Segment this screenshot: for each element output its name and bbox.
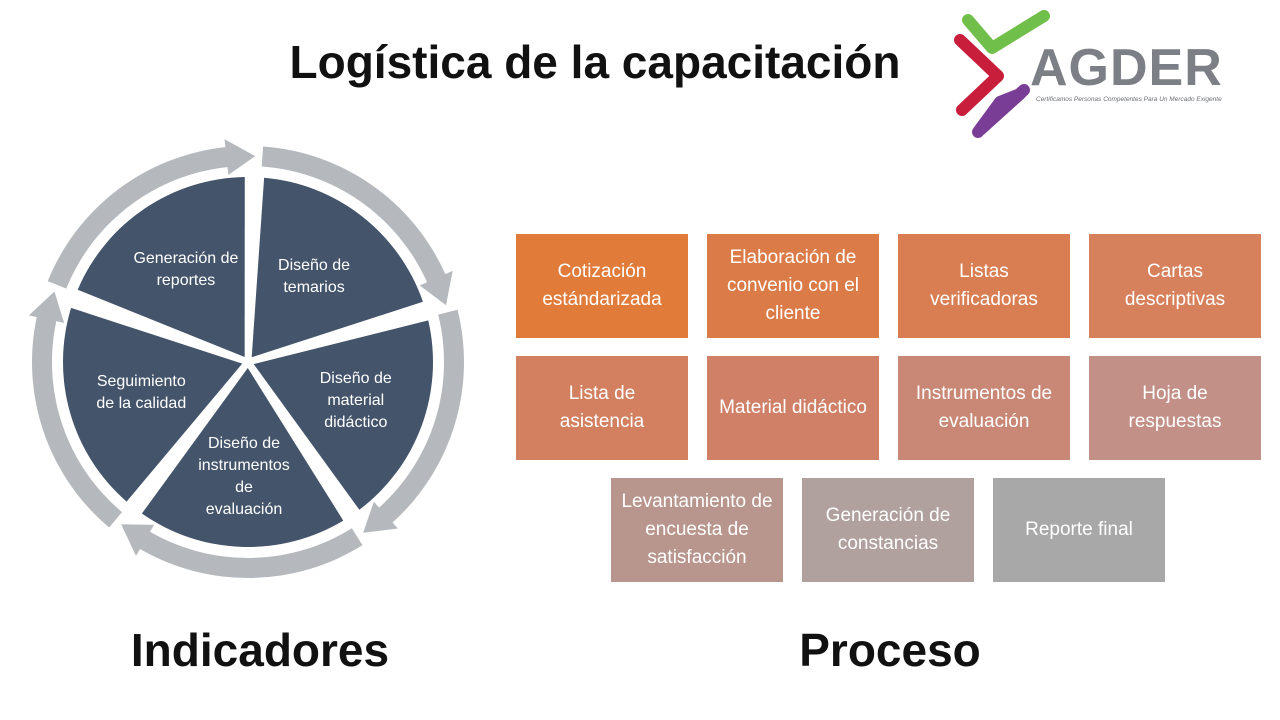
logo-wordmark: AGDER bbox=[1030, 39, 1223, 97]
cycle-segment-4 bbox=[62, 307, 243, 502]
cycle-segment-5 bbox=[77, 177, 245, 358]
cycle-segment-label: Diseño de instrumentos de evaluación bbox=[198, 434, 290, 518]
logo-tagline: Certificamos Personas Competentes Para U… bbox=[1036, 96, 1222, 103]
process-step-box: Cotización estándarizada bbox=[516, 234, 688, 338]
cycle-arrow-3 bbox=[121, 524, 363, 578]
cycle-segment-2 bbox=[253, 320, 433, 510]
process-heading: Proceso bbox=[799, 624, 981, 676]
indicators-heading: Indicadores bbox=[130, 624, 390, 676]
process-step-box: Levantamiento de encuesta de satisfacció… bbox=[611, 478, 783, 582]
page-title: Logística de la capacitación bbox=[289, 36, 901, 88]
agder-logo-mark bbox=[954, 10, 1050, 138]
cycle-arrow-1 bbox=[261, 146, 453, 306]
process-step-box: Elaboración de convenio con el cliente bbox=[707, 234, 879, 338]
cycle-arrow-4 bbox=[28, 291, 123, 528]
cycle-arrow-2 bbox=[363, 309, 464, 533]
agder-logo: AGDER Certificamos Personas Competentes … bbox=[940, 10, 1240, 140]
cycle-segment-3 bbox=[141, 367, 344, 547]
process-step-box: Generación de constancias bbox=[802, 478, 974, 582]
cycle-segment-1 bbox=[251, 177, 423, 358]
process-step-box: Cartas descriptivas bbox=[1089, 234, 1261, 338]
cycle-segment-label: Generación de reportes bbox=[133, 249, 239, 289]
cycle-arrow-5 bbox=[47, 139, 256, 289]
process-step-box: Instrumentos de evaluación bbox=[898, 356, 1070, 460]
process-step-box: Lista de asistencia bbox=[516, 356, 688, 460]
cycle-segment-label: Diseño de material didáctico bbox=[319, 370, 392, 432]
cycle-segment-label: Seguimiento de la calidad bbox=[96, 372, 187, 412]
process-step-box: Hoja de respuestas bbox=[1089, 356, 1261, 460]
process-step-box: Material didáctico bbox=[707, 356, 879, 460]
cycle-segment-label: Diseño de temarios bbox=[278, 257, 351, 297]
process-step-box: Reporte final bbox=[993, 478, 1165, 582]
cycle-graphic bbox=[28, 139, 464, 578]
process-step-box: Listas verificadoras bbox=[898, 234, 1070, 338]
